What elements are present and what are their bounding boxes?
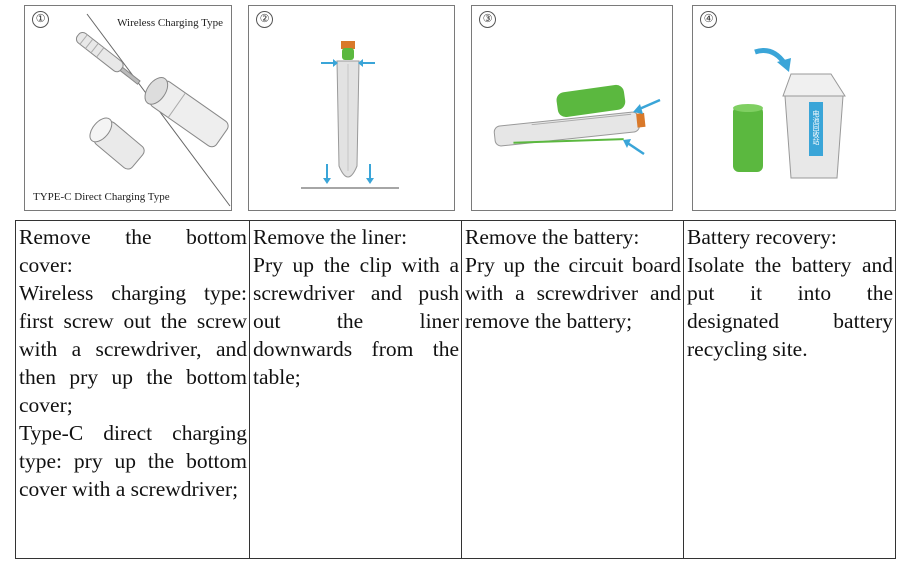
instructions-table: Remove the bottom cover: Wireless chargi…	[15, 220, 896, 559]
disassembly-illustration-1	[75, 13, 231, 207]
bin-label: 电池回收站	[812, 109, 820, 146]
wireless-type-label: Wireless Charging Type	[117, 17, 223, 29]
step-1-cell: Remove the bottom cover: Wireless chargi…	[15, 220, 250, 559]
illustration-step-3: ③	[471, 5, 673, 211]
disassembly-illustration-4: 电池回收站	[733, 48, 846, 179]
illustration-step-4: ④ 电池回收站	[692, 5, 896, 211]
step-paragraph: Isolate the battery and put it into the …	[687, 253, 893, 361]
disassembly-illustration-3	[493, 84, 661, 156]
step-number-badge: ②	[256, 11, 273, 28]
step-paragraph: Pry up the clip with a screwdriver and p…	[253, 253, 459, 389]
step-4-cell: Battery recovery: Isolate the battery an…	[683, 220, 896, 559]
step-3-cell: Remove the battery: Pry up the circuit b…	[461, 220, 684, 559]
step-paragraph: Wireless charging type: first screw out …	[19, 281, 247, 417]
illustration-step-2: ②	[248, 5, 455, 211]
step-paragraph: Pry up the circuit board with a screwdri…	[465, 253, 681, 333]
step-2-cell: Remove the liner: Pry up the clip with a…	[249, 220, 462, 559]
step-title: Remove the battery:	[465, 225, 640, 249]
illustration-step-1: ① Wireless Charging Type TYPE-C Direct C…	[24, 5, 232, 211]
step-title: Battery recovery:	[687, 225, 837, 249]
step-title: Remove the bottom cover:	[19, 225, 247, 277]
step-paragraph: Type-C direct charging type: pry up the …	[19, 421, 247, 501]
step-number-badge: ③	[479, 11, 496, 28]
step-title: Remove the liner:	[253, 225, 408, 249]
step-number-badge: ④	[700, 11, 717, 28]
disassembly-illustration-2	[301, 41, 399, 189]
step-number-badge: ①	[32, 11, 49, 28]
typec-type-label: TYPE-C Direct Charging Type	[33, 191, 170, 203]
table-row: Remove the bottom cover: Wireless chargi…	[15, 220, 896, 559]
